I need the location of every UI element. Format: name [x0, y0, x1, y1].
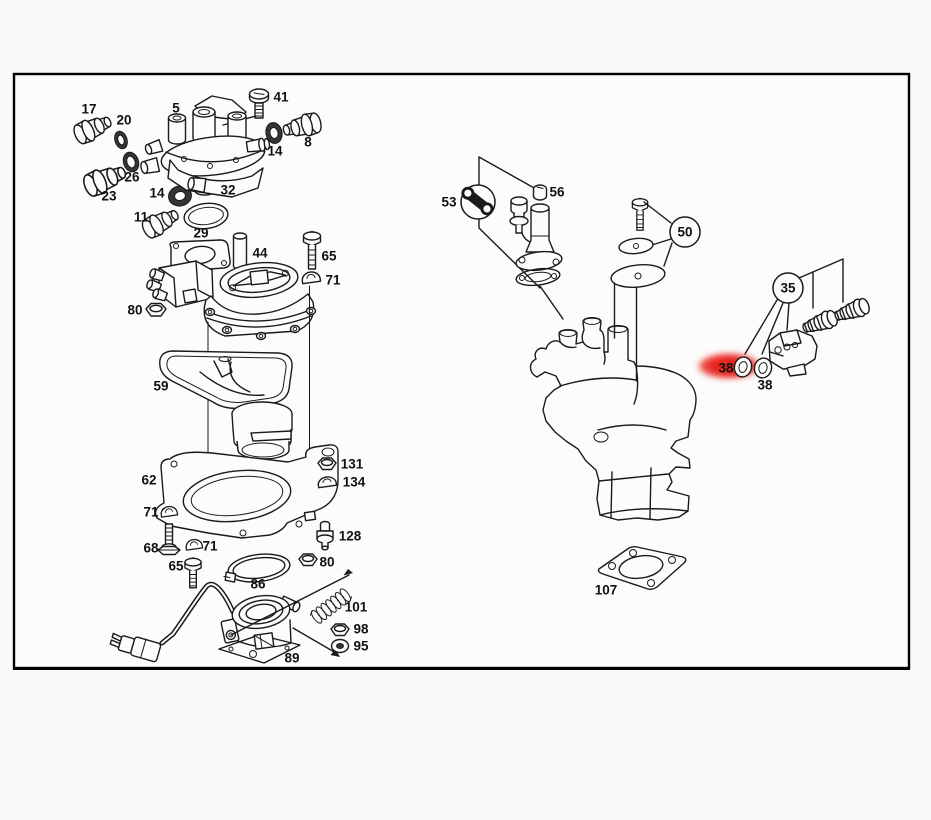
part-label-80: 80 — [127, 303, 142, 318]
part-label-26: 26 — [124, 170, 140, 185]
leader-rods-50 — [613, 282, 638, 382]
part-14-seal-ring-right — [265, 122, 283, 144]
part-label-86: 86 — [250, 577, 266, 592]
callout-label-50: 50 — [677, 225, 692, 240]
part-label-89: 89 — [284, 651, 299, 666]
part-8-union-fitting — [282, 112, 322, 137]
part-86-clamp — [223, 553, 291, 583]
part-65-bolt-upper — [302, 230, 322, 270]
part-71-washer-mid — [160, 505, 179, 518]
part-label-38: 38 — [757, 378, 773, 393]
part-134-cap-washer — [317, 476, 338, 489]
part-label-44: 44 — [252, 246, 268, 261]
part-label-5: 5 — [172, 101, 180, 116]
part-dome-skirt-flange — [203, 293, 317, 341]
part-label-59: 59 — [153, 379, 168, 394]
part-solenoid-block — [146, 260, 214, 308]
part-26-seal-ring — [122, 151, 140, 173]
part-59-funnel-housing — [159, 350, 293, 460]
bracket-35 — [744, 258, 844, 355]
pointer-arrows — [230, 569, 353, 657]
part-38-o-ring — [753, 357, 773, 379]
part-80-nut-lower — [298, 553, 318, 567]
part-5-fuel-distributor — [140, 95, 271, 198]
part-label-14: 14 — [149, 186, 165, 201]
part-main-body — [529, 317, 697, 521]
part-71-washer-low — [185, 538, 204, 551]
part-131-nut — [317, 457, 337, 471]
part-label-71: 71 — [143, 505, 159, 520]
part-23-union-fitting — [83, 166, 127, 197]
part-label-8: 8 — [304, 135, 312, 150]
callout-circle-35 — [772, 272, 804, 304]
group-callout-50: 50 — [669, 216, 701, 248]
part-128-fitting — [316, 520, 334, 551]
part-17-union-fitting — [73, 116, 112, 145]
part-label-29: 29 — [193, 226, 208, 241]
part-101-spring — [309, 588, 353, 624]
part-label-65: 65 — [321, 249, 337, 264]
part-98-nut — [330, 623, 350, 637]
part-label-101: 101 — [345, 600, 368, 615]
part-label-65: 65 — [168, 559, 184, 574]
part-11-union-fitting — [141, 209, 179, 239]
part-89-sensor — [109, 581, 301, 664]
part-dome-cover — [219, 261, 299, 299]
part-label-53: 53 — [441, 195, 457, 210]
part-20-seal-ring — [114, 130, 128, 150]
part-label-98: 98 — [353, 622, 369, 637]
part-label-23: 23 — [101, 189, 117, 204]
part-41-screw — [248, 88, 270, 119]
callout-label-35: 35 — [780, 281, 796, 296]
part-50-large-disc — [610, 264, 666, 288]
labels-layer: 17 20 5 41 14 8 26 23 14 32 11 29 44 65 71 80 59 62 131 134… — [81, 90, 804, 666]
part-80-nut-upper — [145, 302, 167, 317]
part-label-134: 134 — [343, 475, 366, 490]
part-label-14: 14 — [267, 144, 283, 159]
part-71-washer-upper — [301, 271, 322, 285]
group-callout-35: 35 — [772, 272, 804, 304]
service-tool-badge — [460, 184, 496, 220]
part-29-o-ring — [183, 202, 229, 230]
part-50-bolt — [631, 197, 649, 231]
part-label-80: 80 — [319, 555, 334, 570]
part-56-plug — [532, 184, 548, 201]
part-107-gasket — [597, 545, 687, 590]
part-62-lower-plate — [154, 444, 339, 539]
part-label-32: 32 — [220, 183, 235, 198]
part-65-bolt-lower — [184, 557, 202, 589]
part-flange-gasket — [515, 267, 561, 287]
part-label-62: 62 — [141, 473, 156, 488]
bracket-50 — [643, 201, 673, 267]
part-label-17: 17 — [81, 102, 96, 117]
part-35-screw-b — [834, 297, 870, 321]
part-38-o-ring-highlighted — [733, 356, 753, 378]
leader-53-group — [539, 285, 564, 320]
part-95-washer — [330, 638, 350, 654]
wrench-icon — [461, 186, 494, 216]
part-label-38-highlighted: 38 — [718, 361, 734, 376]
part-label-68: 68 — [143, 541, 159, 556]
part-50-small-disc — [618, 237, 654, 255]
connector-plug — [109, 632, 162, 663]
part-label-131: 131 — [341, 457, 364, 472]
part-label-11: 11 — [134, 210, 149, 225]
part-adjusting-valve — [509, 196, 534, 244]
part-14-seal-ring-left — [168, 185, 192, 207]
part-44-pin — [232, 232, 248, 270]
part-label-41: 41 — [273, 90, 289, 105]
part-35-valve-block — [768, 329, 818, 377]
part-label-20: 20 — [116, 113, 131, 128]
part-label-128: 128 — [339, 529, 362, 544]
part-68-bolt — [157, 523, 181, 556]
part-valve-stem-flange — [515, 203, 563, 272]
part-label-56: 56 — [549, 185, 565, 200]
part-label-71: 71 — [202, 539, 218, 554]
part-label-107: 107 — [595, 583, 618, 598]
callout-circle-50 — [669, 216, 701, 248]
part-label-95: 95 — [353, 639, 369, 654]
part-label-71: 71 — [325, 273, 341, 288]
